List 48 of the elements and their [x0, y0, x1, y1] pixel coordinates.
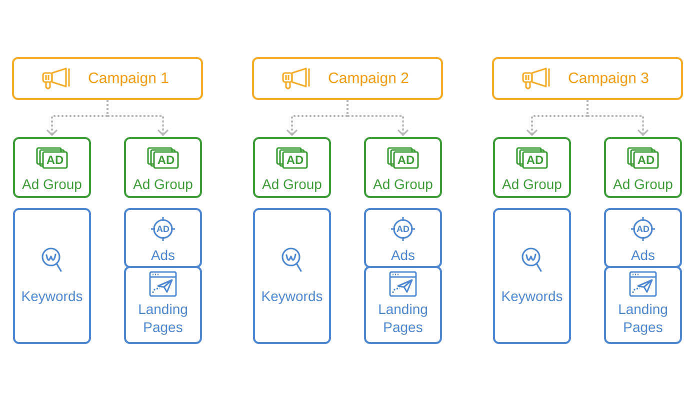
dotted-arrow [106, 100, 169, 136]
node-label: Landing Pages [617, 300, 669, 336]
dotted-arrow [346, 100, 409, 136]
icon-label: AD [396, 224, 410, 234]
keywords-box [253, 208, 331, 344]
node-label: Ad Group [21, 174, 83, 192]
node-label: Landing Pages [377, 300, 429, 336]
campaign-box [492, 57, 683, 100]
node-label: Keywords [500, 287, 564, 305]
node-label: Campaign 2 [327, 70, 410, 88]
icon-label: AD [285, 152, 305, 166]
node-label: Ad Group [372, 174, 434, 192]
node-label: Ads [630, 246, 656, 264]
icon-label: AD [636, 152, 656, 166]
icon-label: AD [525, 152, 545, 166]
campaign-box [252, 57, 443, 100]
landing-pages-box [604, 266, 682, 344]
ad-group-box [253, 137, 331, 198]
campaign-box [12, 57, 203, 100]
icon-label: AD [636, 224, 650, 234]
node-label: Campaign 3 [567, 70, 650, 88]
node-label: Ad Group [501, 174, 563, 192]
ads-box [604, 208, 682, 268]
icon-label: AD [396, 152, 416, 166]
node-label: Ads [390, 246, 416, 264]
icon-label: AD [156, 224, 170, 234]
keywords-box [13, 208, 91, 344]
dotted-arrow [586, 100, 649, 136]
node-label: Ad Group [612, 174, 674, 192]
node-label: Ads [150, 246, 176, 264]
ad-group-box [364, 137, 442, 198]
ad-group-box [604, 137, 682, 198]
keywords-box [493, 208, 571, 344]
node-label: Keywords [20, 287, 84, 305]
ad-group-box [13, 137, 91, 198]
icon-label: AD [156, 152, 176, 166]
ad-group-box [124, 137, 202, 198]
node-label: Keywords [260, 287, 324, 305]
node-label: Ad Group [261, 174, 323, 192]
ad-group-box [493, 137, 571, 198]
ads-box [364, 208, 442, 268]
landing-pages-box [124, 266, 202, 344]
ads-box [124, 208, 202, 268]
node-label: Landing Pages [137, 300, 189, 336]
node-label: Campaign 1 [87, 70, 170, 88]
node-label: Ad Group [132, 174, 194, 192]
landing-pages-box [364, 266, 442, 344]
icon-label: AD [45, 152, 65, 166]
